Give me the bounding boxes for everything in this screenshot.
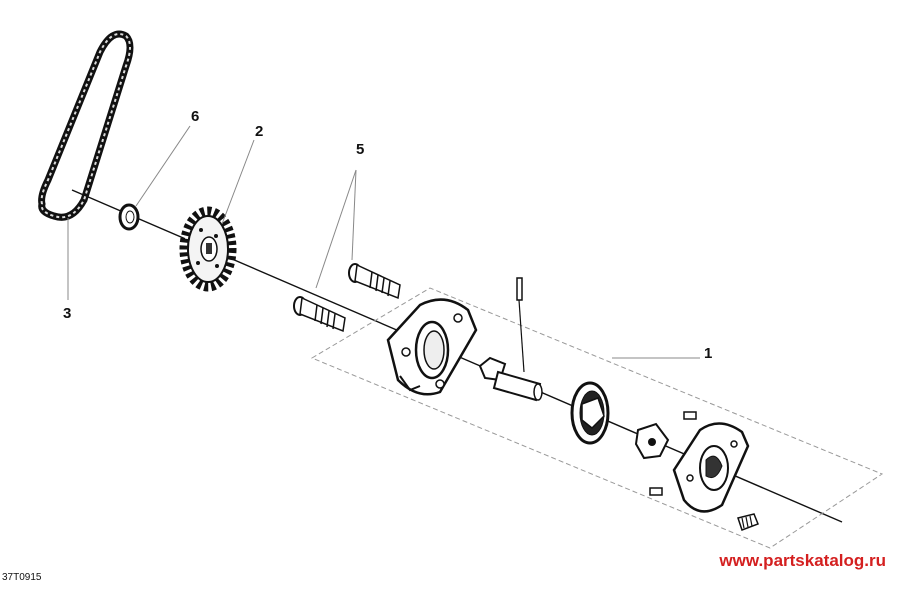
- callout-3: 3: [63, 305, 71, 322]
- pin-part: [516, 277, 525, 373]
- sprocket-part: [179, 206, 237, 292]
- reference-code: 37T0915: [2, 572, 42, 583]
- cover-screw-part: [737, 513, 759, 531]
- inner-rotor-part: [634, 422, 670, 460]
- pump-shaft-part: [478, 356, 543, 402]
- washer-part: [118, 203, 140, 231]
- callout-5: 5: [356, 141, 364, 158]
- leader-line-5b: [351, 169, 357, 261]
- pump-housing-part: [386, 298, 478, 396]
- drive-chain: [38, 30, 134, 221]
- callout-2: 2: [255, 123, 263, 140]
- bolt-upper: [348, 263, 401, 300]
- leader-line-6: [135, 125, 191, 207]
- leader-line-2: [221, 139, 255, 225]
- watermark-text: www.partskatalog.ru: [719, 551, 886, 570]
- callout-1: 1: [704, 345, 712, 362]
- leader-line-5a: [315, 169, 357, 289]
- callout-6: 6: [191, 108, 199, 125]
- outer-rotor-part: [570, 381, 610, 445]
- pump-cover-part: [672, 422, 750, 513]
- bolt-lower: [293, 296, 346, 333]
- pump-assembly-boundary: [310, 287, 884, 549]
- dowel-pin-upper: [683, 411, 697, 420]
- dowel-pin-lower: [649, 487, 663, 496]
